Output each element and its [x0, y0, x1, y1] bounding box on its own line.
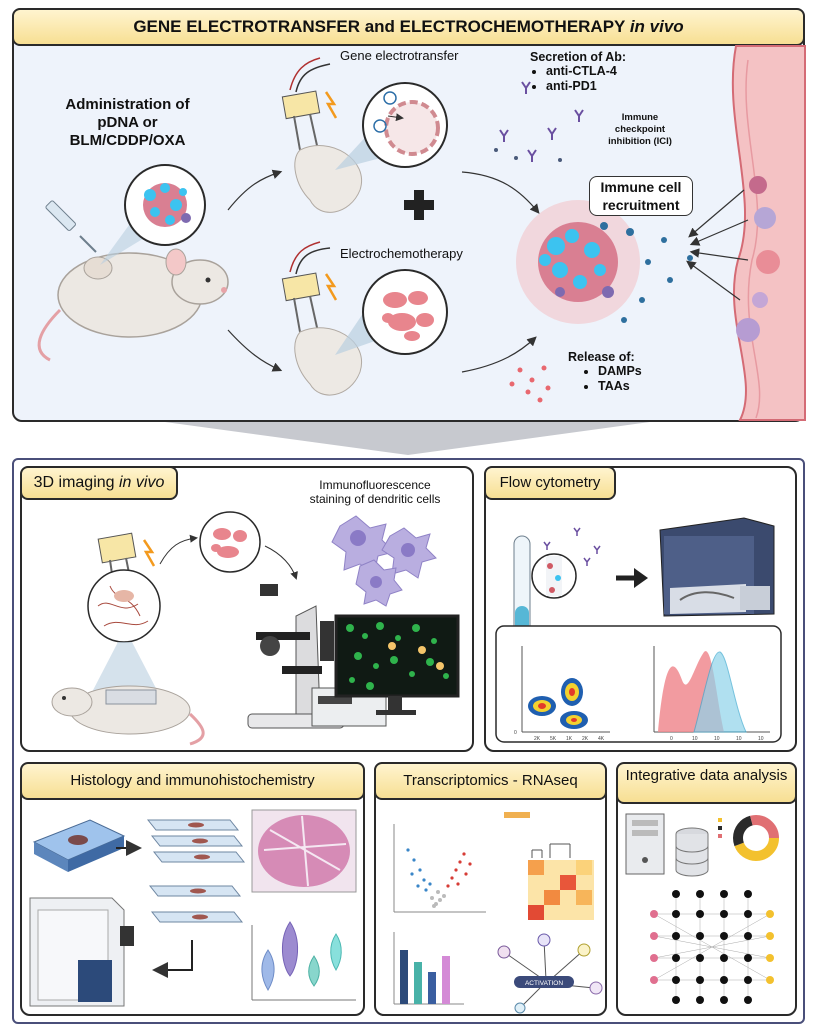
vessel-cell: [736, 318, 760, 342]
secretion-block: Secretion of Ab: anti-CTLA-4 anti-PD1: [530, 50, 626, 94]
syringe-illustration: [45, 200, 97, 253]
histology-title-banner: Histology and immunohistochemistry: [20, 762, 365, 800]
histology-illustration: [29, 809, 357, 1007]
heatmap: [504, 812, 594, 920]
hist-tick: 0: [670, 736, 673, 742]
immune-recruitment-box: Immune cell recruitment: [589, 176, 693, 216]
integrative-title: Integrative data analysis: [625, 767, 788, 784]
rnaseq-illustration: ACTIVATION: [393, 812, 603, 1014]
electrode-bottom: [281, 241, 363, 396]
top-title-banner: GENE ELECTROTRANSFER and ELECTROCHEMOTHE…: [12, 8, 805, 46]
slides: [146, 819, 246, 923]
scatter-tick: 2K: [582, 736, 589, 742]
volcano-plot: [406, 848, 472, 908]
donut-chart: [733, 815, 779, 861]
imaging-illustration: [51, 511, 460, 746]
rnaseq-title-banner: Transcriptomics - RNAseq: [374, 762, 607, 800]
neural-network: [653, 894, 771, 1000]
violin-plot: [261, 921, 342, 991]
scatter-tick: 4K: [598, 736, 605, 742]
release-block: Release of: DAMPs TAAs: [568, 350, 642, 394]
histogram-plot: [653, 646, 770, 733]
scatter-tick: 5K: [550, 736, 557, 742]
flow-title: Flow cytometry: [499, 474, 601, 491]
electrochemotherapy-label: Electrochemotherapy: [340, 246, 463, 261]
release-heading: Release of:: [568, 350, 635, 364]
ect-zoom: [362, 269, 448, 355]
release-item: DAMPs: [598, 364, 642, 379]
scatter-tick: 2K: [534, 736, 541, 742]
vessel-wall-line: [745, 59, 761, 419]
rnaseq-title: Transcriptomics - RNAseq: [403, 772, 578, 789]
mouse-illustration: [37, 248, 229, 362]
integrative-title-banner: Integrative data analysis: [616, 762, 797, 804]
imaging-title-italic: in vivo: [119, 474, 165, 491]
staining-label: Immunofluorescence staining of dendritic…: [309, 478, 441, 506]
top-illustration: [37, 45, 806, 455]
rnaseq-bar-chart: [400, 950, 450, 1004]
top-title-italic: in vivo: [629, 17, 684, 36]
gene-electrotransfer-label: Gene electrotransfer: [340, 48, 459, 63]
scatter-tick: 1K: [566, 736, 573, 742]
vessel-cell: [749, 176, 767, 194]
immune-checkpoint-label: Immune checkpoint inhibition (ICI): [608, 112, 672, 147]
integrative-panel: [616, 762, 797, 1016]
flow-title-banner: Flow cytometry: [484, 466, 616, 500]
hist-tick: 10: [692, 736, 698, 742]
release-item: TAAs: [598, 379, 642, 394]
scatter-plot: [521, 646, 610, 733]
imaging-window: [105, 689, 157, 705]
imaging-title-banner: 3D imaging in vivo: [20, 466, 178, 500]
electrode-top: [281, 57, 363, 213]
blood-vessel: [731, 45, 806, 421]
connector-shape: [165, 422, 650, 455]
histology-title: Histology and immunohistochemistry: [70, 772, 315, 789]
hist-tick: 10: [714, 736, 720, 742]
flow-illustration: 0 2K 5K 1K 2K 4K 0 10 10 10 10: [495, 517, 782, 743]
vessel-cell: [754, 207, 776, 229]
monitor-screen: [334, 614, 460, 698]
vessel-cell: [752, 292, 768, 308]
administration-label: Administration of pDNA or BLM/CDDP/OXA: [65, 96, 190, 149]
flow-cytometer: [659, 517, 775, 617]
dendritic-cells: [331, 515, 437, 607]
secretion-item: anti-PD1: [546, 79, 626, 94]
antibody-icons: [499, 81, 584, 162]
imaging-title: 3D imaging: [33, 474, 119, 491]
network-center-label: ACTIVATION: [525, 980, 563, 987]
integrative-illustration: [625, 813, 779, 1004]
slide-scanner: [29, 897, 134, 1007]
database-icon: [675, 827, 709, 877]
top-title: GENE ELECTROTRANSFER and ELECTROCHEMOTHE…: [133, 17, 630, 36]
computer-tower: [625, 813, 665, 875]
secretion-item: anti-CTLA-4: [546, 64, 626, 79]
hist-tick: 10: [736, 736, 742, 742]
secretion-heading: Secretion of Ab:: [530, 50, 627, 64]
vessel-cell: [756, 250, 780, 274]
scatter-tick: 0: [514, 730, 517, 736]
hist-tick: 10: [758, 736, 764, 742]
